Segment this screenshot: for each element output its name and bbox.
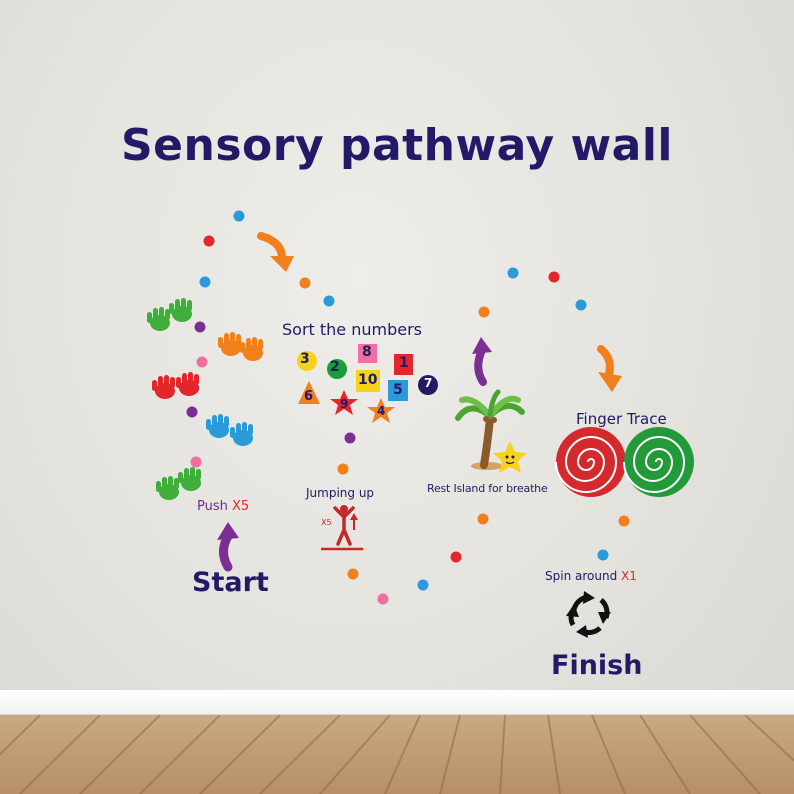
finger-trace-label: Finger Trace [576,410,667,428]
orange-hands-icon [218,332,263,361]
number-tile: 7 [424,376,433,390]
number-tile: 3 [300,351,310,367]
palm-tree-icon [455,389,525,470]
sort-numbers-label: Sort the numbers [282,320,423,339]
push-text: Push [197,499,228,514]
number-tile: 8 [362,344,372,360]
jumping-up-label: Jumping up [306,486,375,500]
number-tile: 6 [304,389,314,404]
dot [450,551,462,563]
spin-text: Spin around [545,569,618,583]
dot [507,267,519,279]
start-label: Start [192,567,269,598]
purple-arrow-icon [472,337,492,386]
green-circle-tile [327,359,347,379]
dot [344,432,356,444]
blue-square-tile [388,380,408,401]
number-tile: 10 [358,372,378,388]
dot [377,593,389,605]
dot [477,513,489,525]
dot [190,456,202,468]
floor-planks [0,715,794,794]
number-tile: 1 [399,355,409,371]
jumping-person-icon [321,505,363,551]
dot [199,276,211,288]
dot [196,356,208,368]
dot [417,579,429,591]
jump-count: X5 [321,518,332,527]
dot [548,271,560,283]
orange-star-tile [367,398,395,423]
spin-around-label: Spin around X1 [545,569,637,583]
rest-island-label: Rest Island for breathe [427,482,548,495]
spin-count: X1 [621,569,637,583]
red-star-tile [330,390,358,415]
number-tile: 5 [393,382,403,398]
green-hands-icon [147,298,192,331]
finish-label: Finish [551,650,643,681]
page-title: Sensory pathway wall [120,120,673,171]
baseboard [0,690,794,715]
green-hands-icon [156,467,201,500]
push-count: X5 [232,499,250,514]
dot [299,277,311,289]
pathway-dots [186,210,630,605]
smiling-star-icon [493,441,527,473]
dot [186,406,198,418]
dot [194,321,206,333]
red-spiral-icon [555,427,626,497]
red-hands-icon [152,372,199,399]
dot [233,210,245,222]
green-spiral-icon [623,427,694,497]
dot [575,299,587,311]
blue-hands-icon [206,414,253,446]
number-tile-shapes [297,344,438,423]
spin-arrows-icon [566,591,611,638]
dot [337,463,349,475]
yellow-circle-tile [297,351,317,371]
yellow-square-tile [356,370,380,392]
navy-circle-tile [418,375,438,395]
dot [618,515,630,527]
orange-arrow-icon [257,232,294,272]
dot [597,549,609,561]
dot [203,235,215,247]
dot [323,295,335,307]
number-tile: 4 [377,404,386,418]
dot [347,568,359,580]
purple-arrow-icon [217,522,239,572]
wooden-floor [0,715,794,794]
dot [478,306,490,318]
number-tile: 9 [340,397,349,411]
number-tile: 2 [330,359,340,375]
push-label: Push X5 [197,499,249,514]
pink-square-tile [358,344,377,363]
red-square-tile [394,354,413,375]
orange-arrow-icon [597,345,622,392]
orange-triangle-tile [298,381,320,404]
